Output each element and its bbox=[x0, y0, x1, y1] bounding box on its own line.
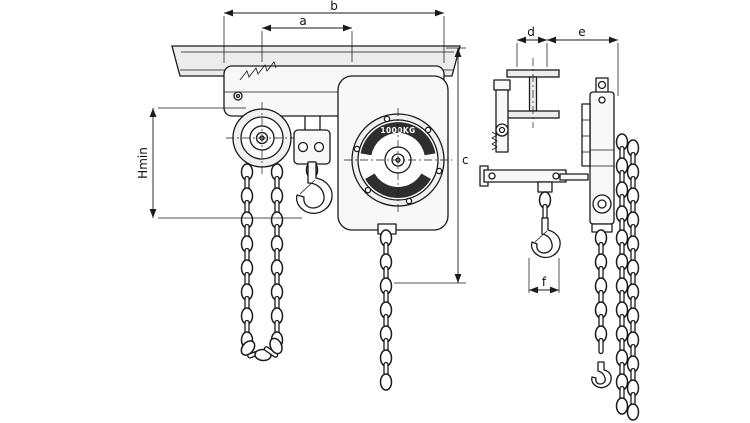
dim-c: c bbox=[394, 47, 469, 284]
dim-c-label: c bbox=[462, 153, 469, 167]
lug-hole bbox=[597, 80, 607, 90]
bracket-wheel-hub bbox=[498, 126, 506, 134]
dim-f-label: f bbox=[542, 275, 547, 289]
handwheel-edge bbox=[581, 103, 591, 167]
cover-bolt bbox=[383, 115, 391, 123]
side-view bbox=[479, 58, 640, 421]
dim-hmin: Hmin bbox=[136, 107, 302, 219]
dimensions: b a c Hmin d e bbox=[136, 0, 619, 294]
gear-boss-hub bbox=[597, 199, 607, 209]
shaft-pin bbox=[488, 172, 496, 180]
load-chain-side bbox=[594, 229, 608, 355]
cover-bolt bbox=[424, 126, 432, 134]
load-hook-side bbox=[591, 361, 612, 389]
cover-bolt bbox=[364, 186, 372, 194]
dim-d: d bbox=[516, 25, 548, 67]
shaft-pin bbox=[552, 172, 560, 180]
hook-safety-latch bbox=[534, 230, 548, 243]
ratchet-teeth bbox=[239, 61, 277, 81]
dim-a-label: a bbox=[299, 14, 306, 28]
dim-b-label: b bbox=[330, 0, 338, 13]
dim-b: b bbox=[223, 0, 445, 63]
pin bbox=[297, 141, 309, 153]
bracket-plate bbox=[495, 89, 509, 153]
hand-chain-left-strand bbox=[240, 163, 254, 349]
suspension-hook-side bbox=[530, 217, 561, 259]
cover-band-top bbox=[360, 122, 436, 156]
suspension-hook bbox=[295, 161, 333, 214]
dim-d-label: d bbox=[527, 25, 535, 39]
hoist-side-profile bbox=[581, 77, 615, 233]
dim-e: e bbox=[547, 25, 619, 96]
bolt bbox=[598, 96, 606, 104]
hand-chain-wheel bbox=[226, 102, 298, 174]
gear-cover: 1000KG bbox=[344, 108, 452, 212]
suspension-side bbox=[479, 165, 589, 259]
hand-chain-right-strand bbox=[270, 163, 284, 349]
front-view: 1000KG bbox=[171, 45, 461, 391]
shaft-extension bbox=[559, 173, 589, 181]
bolt-center bbox=[235, 93, 241, 99]
hook-safety-latch bbox=[299, 179, 316, 195]
load-chain-front bbox=[379, 229, 393, 391]
cover-bolt bbox=[353, 145, 361, 153]
hook-link bbox=[542, 203, 548, 221]
cover-band-bottom bbox=[365, 173, 431, 198]
dim-e-label: e bbox=[578, 25, 585, 39]
dim-a: a bbox=[261, 14, 353, 62]
cover-bolt bbox=[435, 167, 443, 175]
clamp-top bbox=[493, 79, 511, 91]
adjusting-rack bbox=[491, 131, 498, 151]
dim-hmin-label: Hmin bbox=[136, 147, 150, 179]
shackle bbox=[537, 181, 553, 193]
dim-f: f bbox=[528, 258, 560, 294]
suspension-assembly bbox=[293, 116, 333, 214]
beam-section bbox=[506, 58, 560, 128]
cover-bolt bbox=[405, 197, 413, 205]
hand-chain-side-strand-2 bbox=[626, 139, 640, 421]
hand-chain-side-strand-1 bbox=[615, 133, 629, 415]
trolley-bracket-side bbox=[491, 79, 511, 153]
pin bbox=[313, 141, 325, 153]
